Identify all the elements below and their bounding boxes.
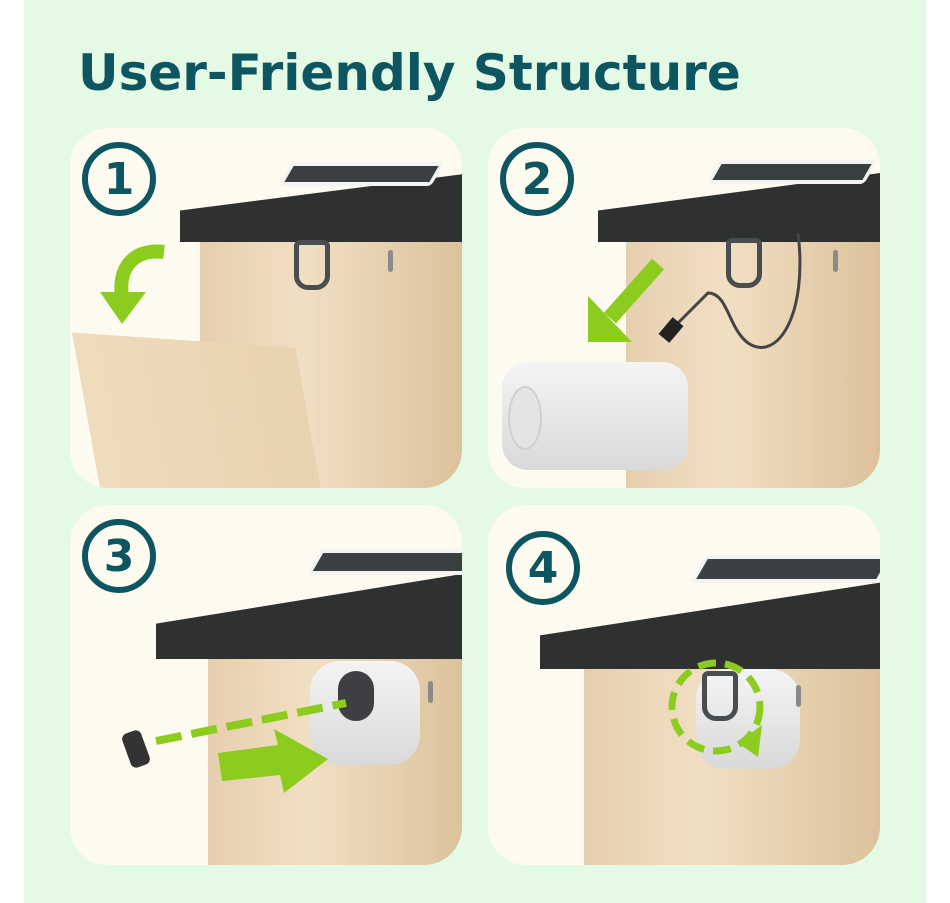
rotate-arrow-icon xyxy=(668,659,764,757)
mount-hook xyxy=(338,671,374,721)
arrow-down-left-icon xyxy=(588,258,664,342)
curved-arrow-down-icon xyxy=(100,244,165,324)
step-panel-4: 4 xyxy=(488,505,880,865)
step-number-badge: 1 xyxy=(82,142,156,216)
step-panel-3: 3 xyxy=(70,505,462,865)
step-number-badge: 4 xyxy=(506,531,580,605)
mount-hook xyxy=(294,240,330,290)
screw-slot xyxy=(833,250,838,272)
dashed-path-line xyxy=(155,699,347,745)
step-panel-1: 1 xyxy=(70,128,462,488)
mount-hook xyxy=(726,238,762,288)
solar-panel xyxy=(278,162,445,186)
front-door-panel xyxy=(72,332,324,488)
page-title: User-Friendly Structure xyxy=(78,44,741,102)
camera-lens xyxy=(508,386,542,450)
screw-slot xyxy=(796,685,801,707)
step-number-badge: 2 xyxy=(500,142,574,216)
screw-slot xyxy=(428,681,433,703)
solar-panel xyxy=(706,160,878,184)
mount-hook xyxy=(702,671,738,721)
step-panel-2: 2 xyxy=(488,128,880,488)
arrow-right-icon xyxy=(218,729,328,793)
usb-cable xyxy=(658,233,802,349)
screw-slot xyxy=(388,250,393,272)
thumb-screw xyxy=(120,728,152,770)
solar-panel xyxy=(306,549,462,575)
solar-panel xyxy=(689,555,880,583)
step-number-badge: 3 xyxy=(82,519,156,593)
